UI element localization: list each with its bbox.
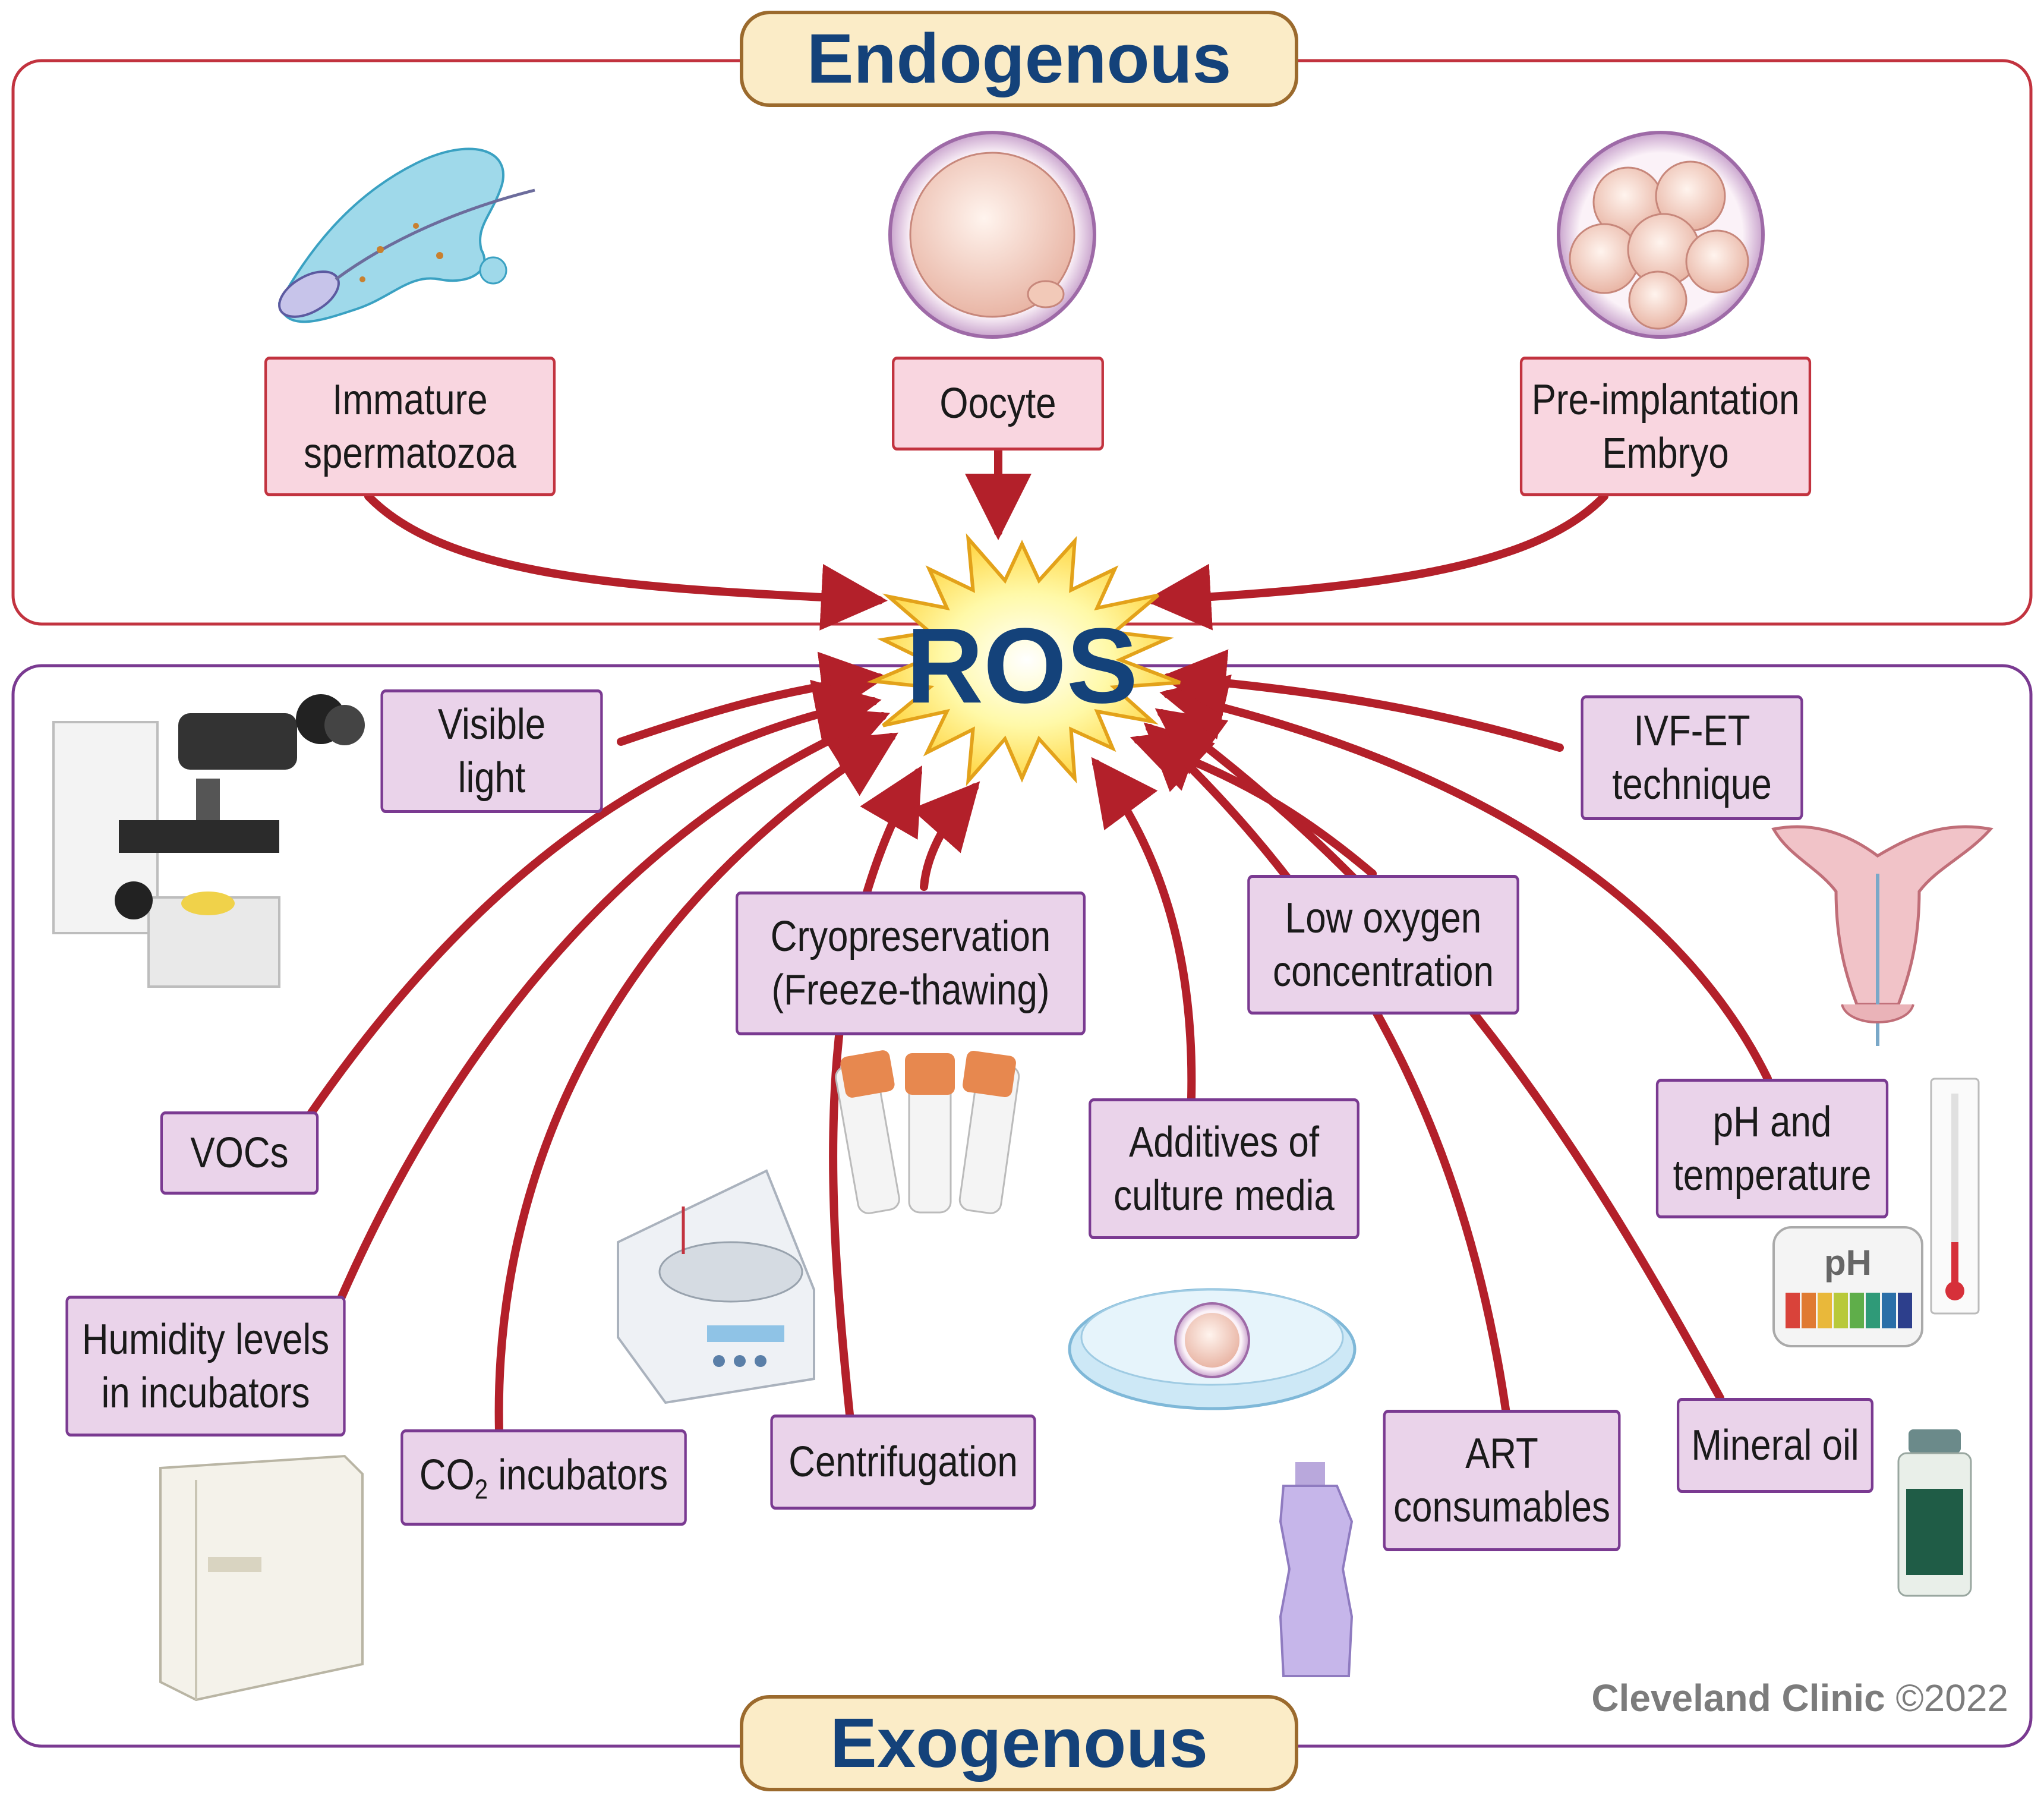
box-centrifugation: Centrifugation bbox=[770, 1415, 1036, 1510]
uterus-illustration bbox=[1771, 825, 1993, 1046]
box-line: pH and bbox=[1712, 1098, 1832, 1146]
ph-color-swatch bbox=[1818, 1293, 1832, 1328]
centrifuge-illustration bbox=[617, 1169, 815, 1404]
box-line: consumables bbox=[1393, 1483, 1610, 1531]
box-line: spermatozoa bbox=[304, 429, 516, 477]
arrow-vocs bbox=[305, 679, 882, 1120]
ph-color-swatch bbox=[1834, 1293, 1848, 1328]
box-line: temperature bbox=[1673, 1151, 1872, 1199]
ph-color-swatch bbox=[1802, 1293, 1816, 1328]
copyright-credit: Cleveland Clinic ©2022 bbox=[1521, 1676, 2008, 1720]
box-line: Pre-implantation bbox=[1531, 376, 1800, 424]
box-line: Embryo bbox=[1602, 429, 1729, 477]
arrow-co2 bbox=[494, 732, 898, 1435]
box-pre-implantation-embryo: Pre-implantation Embryo bbox=[1519, 357, 1812, 496]
ph-strip-illustration: pH bbox=[1772, 1226, 1923, 1347]
spermatozoa-illustration bbox=[277, 147, 535, 323]
arrow-additives bbox=[1091, 757, 1196, 1102]
arrow-embryo bbox=[1144, 492, 1608, 631]
ros-label: ROS bbox=[906, 606, 1138, 726]
incubator-illustration bbox=[159, 1454, 364, 1702]
box-art-consumables: ART consumables bbox=[1383, 1410, 1621, 1551]
arrow-ph-temperature bbox=[1159, 674, 1772, 1083]
thermometer-illustration bbox=[1930, 1078, 1980, 1315]
box-line: Additives of bbox=[1128, 1118, 1320, 1166]
box-line: in incubators bbox=[101, 1369, 310, 1417]
box-line: Immature bbox=[332, 376, 488, 424]
box-co2-incubators: CO2 incubators bbox=[400, 1429, 687, 1526]
arrow-art bbox=[1143, 722, 1510, 1417]
box-line: Cryopreservation bbox=[770, 913, 1051, 960]
arrow-low-oxygen bbox=[1130, 728, 1377, 878]
box-low-oxygen-concentration: Low oxygen concentration bbox=[1247, 875, 1519, 1015]
microscope-illustration bbox=[52, 694, 365, 988]
box-line: Centrifugation bbox=[788, 1438, 1018, 1486]
credit-name: Cleveland Clinic bbox=[1591, 1677, 1896, 1719]
co2-prefix: CO bbox=[419, 1451, 475, 1500]
ph-color-swatch bbox=[1786, 1293, 1800, 1328]
box-line: concentration bbox=[1273, 947, 1494, 996]
embryo-illustration bbox=[1557, 131, 1765, 339]
box-immature-spermatozoa: Immature spermatozoa bbox=[264, 357, 556, 496]
endogenous-title: Endogenous bbox=[740, 11, 1298, 107]
box-line: culture media bbox=[1114, 1171, 1335, 1220]
box-line: ART bbox=[1465, 1430, 1538, 1478]
petri-dish-illustration bbox=[1068, 1288, 1357, 1410]
arrow-centrifugation bbox=[829, 765, 922, 1419]
box-additives-of-culture-media: Additives of culture media bbox=[1089, 1098, 1359, 1239]
ros-starburst bbox=[866, 533, 1181, 786]
box-ph-and-temperature: pH and temperature bbox=[1655, 1079, 1889, 1218]
box-cryopreservation: Cryopreservation (Freeze-thawing) bbox=[735, 892, 1086, 1035]
arrow-humidity bbox=[337, 707, 890, 1301]
box-line: Low oxygen bbox=[1285, 894, 1482, 942]
box-mineral-oil: Mineral oil bbox=[1676, 1398, 1874, 1493]
oocyte-illustration bbox=[888, 131, 1096, 339]
water-bottle-illustration bbox=[1279, 1462, 1354, 1677]
ph-color-swatch bbox=[1882, 1293, 1896, 1328]
co2-suffix: incubators bbox=[488, 1451, 668, 1500]
box-ivf-et-technique: IVF-ET technique bbox=[1581, 695, 1803, 820]
box-visible-light: Visible light bbox=[380, 689, 603, 813]
box-vocs: VOCs bbox=[160, 1111, 319, 1195]
box-line: technique bbox=[1612, 761, 1772, 808]
box-oocyte: Oocyte bbox=[892, 357, 1104, 451]
ph-color-swatch bbox=[1898, 1293, 1912, 1328]
box-humidity-levels: Humidity levels in incubators bbox=[65, 1296, 346, 1437]
box-line: Humidity levels bbox=[81, 1315, 330, 1363]
ph-strip-label: pH bbox=[1824, 1243, 1872, 1283]
box-line: CO2 incubators bbox=[419, 1448, 668, 1507]
box-line: VOCs bbox=[190, 1129, 289, 1177]
arrow-spermatozoa bbox=[364, 492, 888, 631]
credit-year: ©2022 bbox=[1895, 1677, 2008, 1719]
arrow-mineral-oil bbox=[1155, 708, 1724, 1402]
box-line: light bbox=[458, 754, 526, 802]
arrow-cryopreservation bbox=[911, 781, 980, 891]
box-line: IVF-ET bbox=[1633, 707, 1750, 755]
box-line: Visible bbox=[437, 701, 546, 748]
co2-subscript: 2 bbox=[474, 1473, 488, 1505]
ph-color-swatch bbox=[1850, 1293, 1864, 1328]
arrow-ivf bbox=[1159, 649, 1564, 752]
box-line: (Freeze-thawing) bbox=[771, 966, 1050, 1014]
mineral-oil-bottle-illustration bbox=[1897, 1429, 1972, 1597]
box-line: Mineral oil bbox=[1691, 1422, 1859, 1469]
ph-color-swatch bbox=[1866, 1293, 1880, 1328]
box-line: Oocyte bbox=[939, 380, 1056, 427]
cryotubes-illustration bbox=[835, 1050, 1020, 1214]
exogenous-title: Exogenous bbox=[740, 1695, 1298, 1791]
arrows bbox=[305, 446, 1772, 1435]
